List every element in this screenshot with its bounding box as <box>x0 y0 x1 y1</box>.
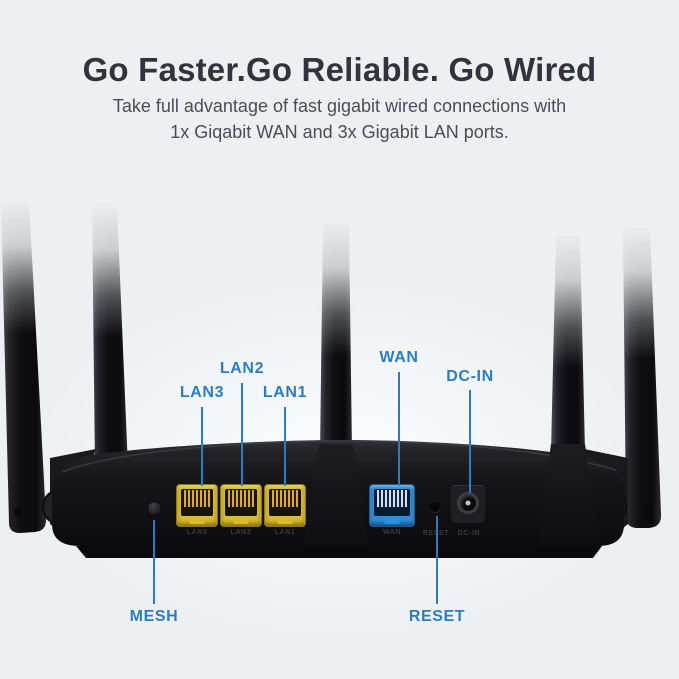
silkscreen-wan: WAN <box>382 529 402 536</box>
lan1-port-pins <box>272 490 298 508</box>
antenna-1-fade <box>0 198 52 333</box>
mesh-button <box>147 501 162 516</box>
antenna-3-base <box>303 444 369 556</box>
lan3-port-pins <box>184 490 210 508</box>
antenna-4-fade <box>548 232 588 367</box>
lan2-port-tab <box>233 516 249 524</box>
lan1-port-window <box>269 489 301 516</box>
callout-label-lan3: LAN3 <box>179 384 225 401</box>
wan-port <box>369 484 415 527</box>
callout-label-wan: WAN <box>379 349 419 366</box>
callout-label-lan1: LAN1 <box>262 384 308 401</box>
silkscreen-lan1: LAN1 <box>274 529 296 536</box>
wan-port-pins <box>377 490 407 508</box>
silkscreen-reset: RESET <box>423 530 449 537</box>
antenna-3-fade <box>316 220 356 355</box>
dc-in-jack <box>451 485 485 523</box>
lan1-port <box>264 484 306 527</box>
dc-in-pin <box>465 500 471 506</box>
callout-label-mesh: MESH <box>129 608 179 625</box>
silkscreen-lan2: LAN2 <box>230 529 252 536</box>
callout-label-lan2: LAN2 <box>219 360 265 377</box>
dc-in-ring <box>457 492 479 514</box>
callout-label-reset: RESET <box>408 608 466 625</box>
wan-port-tab <box>384 516 400 524</box>
lan1-port-tab <box>277 516 293 524</box>
antenna-5-screw <box>643 507 653 517</box>
lan3-port-tab <box>189 516 205 524</box>
lan3-port <box>176 484 218 527</box>
callout-line-lan2 <box>241 383 243 486</box>
reset-pinhole <box>430 502 440 512</box>
lan3-port-window <box>181 489 213 516</box>
callout-line-lan1 <box>284 407 286 486</box>
antenna-1-screw <box>13 507 23 517</box>
callout-line-wan <box>398 372 400 486</box>
header: Go Faster.Go Reliable. Go Wired Take ful… <box>0 50 679 145</box>
antenna-4-base <box>537 444 601 547</box>
page-subtitle-line1: Take full advantage of fast gigabit wire… <box>112 96 567 116</box>
silkscreen-dcin: DC-IN <box>457 530 481 537</box>
antenna-2-fade <box>88 202 132 337</box>
router-body-top-highlight <box>61 440 617 473</box>
callout-line-mesh <box>153 520 155 604</box>
callout-line-reset <box>436 516 438 604</box>
lan2-port-pins <box>228 490 254 508</box>
page-title: Go Faster.Go Reliable. Go Wired <box>82 51 597 88</box>
router-bottom-strip <box>76 546 602 558</box>
lan2-port-window <box>225 489 257 516</box>
silkscreen-lan3: LAN3 <box>186 529 208 536</box>
callout-line-lan3 <box>201 407 203 486</box>
page-subtitle-line2: 1x Giqabit WAN and 3x Gigabit LAN ports. <box>170 122 509 142</box>
antenna-5-fade <box>618 224 666 359</box>
callout-label-dcin: DC-IN <box>446 368 494 385</box>
callout-line-dcin <box>469 390 471 493</box>
wan-port-window <box>374 489 410 516</box>
lan2-port <box>220 484 262 527</box>
